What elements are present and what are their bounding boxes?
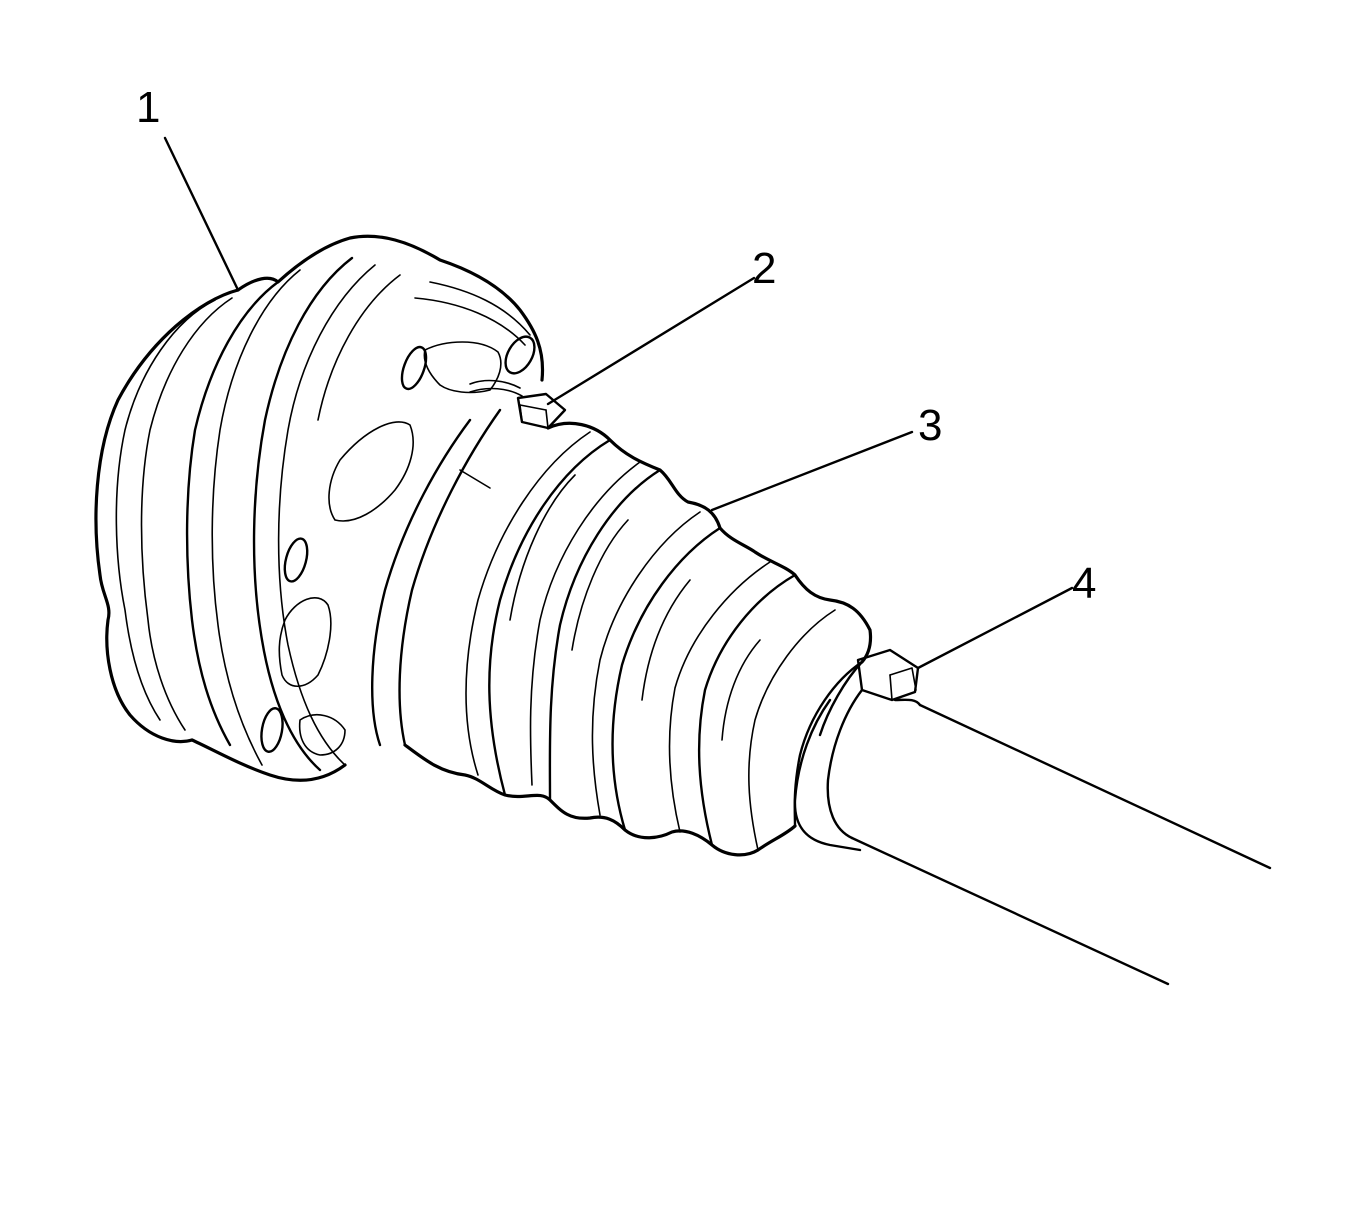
leader-line-2 [546,276,756,406]
callout-3: 3 [918,401,942,450]
leader-lines [163,136,1074,670]
callout-1: 1 [136,83,160,132]
leader-line-1 [163,136,240,292]
large-boot-clamp [371,392,567,747]
cv-joint-housing [94,234,545,782]
leader-line-4 [916,586,1074,670]
axle-shaft [850,703,1272,986]
leader-line-3 [710,430,914,512]
callout-2: 2 [752,244,776,293]
small-boot-clamp [793,648,922,852]
callout-4: 4 [1072,559,1096,608]
callout-labels: 1 2 3 4 [136,83,1096,608]
cv-boot-bellows [403,421,873,857]
